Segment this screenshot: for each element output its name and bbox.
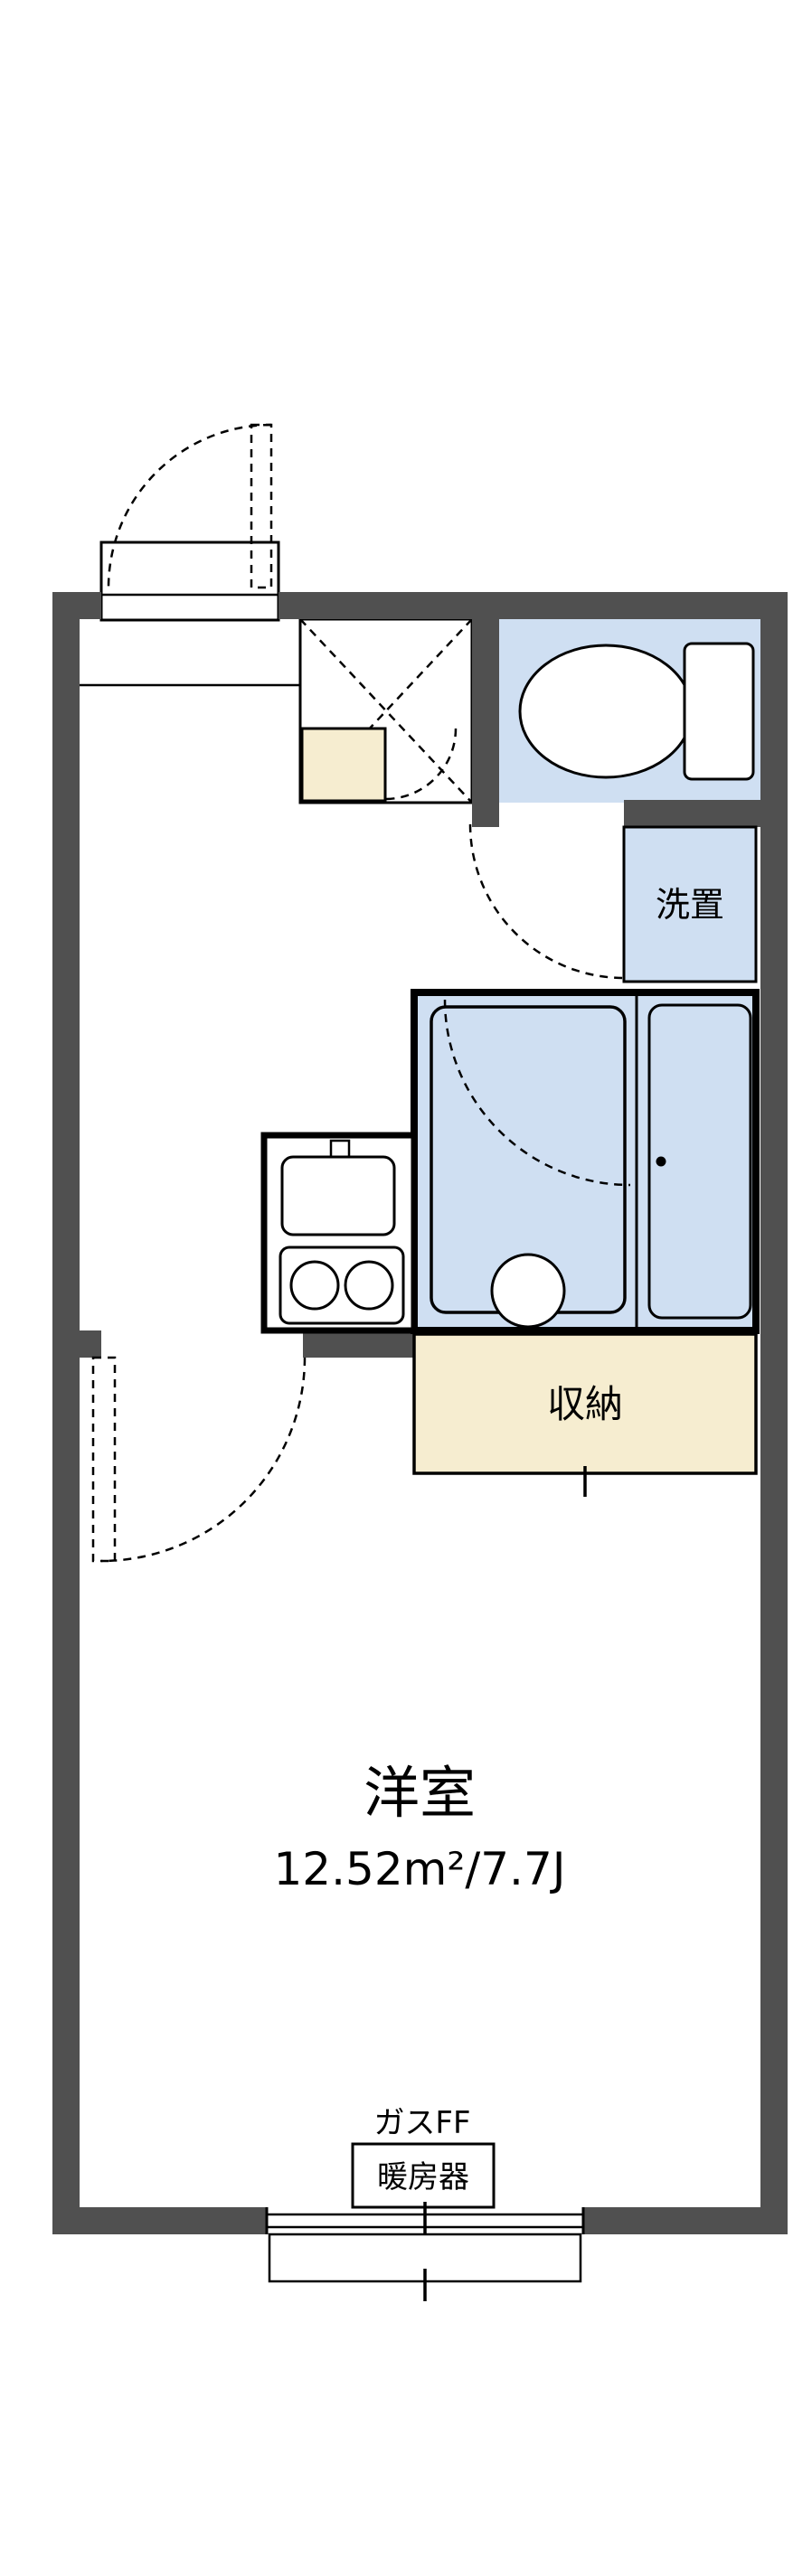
washroom-door-arc [468, 823, 625, 980]
storage-label: 収納 [547, 1382, 623, 1426]
wall-above-washer [624, 800, 760, 827]
entrance-door-leaf [250, 423, 273, 589]
room-size-label: 12.52m²/7.7J [274, 1843, 566, 1895]
washer-area: 洗置 [622, 825, 758, 983]
bath-door-panel [647, 1003, 752, 1320]
washer-label: 洗置 [656, 885, 724, 925]
stove [279, 1246, 405, 1325]
bathroom [411, 989, 760, 1334]
toilet-fixture [518, 642, 755, 781]
room-door-swing [91, 1356, 307, 1563]
closet-x-line-1 [299, 618, 473, 804]
room-door-leaf [91, 1356, 117, 1563]
storage-closet: 収納 [412, 1332, 758, 1497]
room-name-label: 洋室 [364, 1760, 476, 1826]
gas-heater: ガスFF 暖房器 [351, 2105, 496, 2209]
wall-toilet-left [472, 592, 499, 827]
kitchen-sink [280, 1155, 396, 1236]
heater-type-label: ガスFF [373, 2105, 470, 2141]
burner-right [344, 1260, 394, 1311]
wall-bottom-right [583, 2207, 788, 2234]
toilet-bowl [518, 644, 694, 779]
heater-box [351, 2142, 496, 2209]
heater-name-label: 暖房器 [377, 2159, 469, 2195]
wall-bottom-left [52, 2207, 267, 2234]
faucet [329, 1139, 351, 1159]
bath-door-arc [443, 999, 631, 1187]
burner-left [289, 1260, 340, 1311]
bath-drain-circle [490, 1253, 566, 1329]
water-heater-box [300, 727, 387, 803]
entrance-porch [99, 541, 280, 622]
room-door-arc [100, 1357, 307, 1563]
window-bottom [265, 2202, 585, 2240]
toilet-tank [683, 642, 755, 781]
room-labels: 洋室 12.52m²/7.7J [274, 1760, 566, 1895]
wall-right [760, 592, 788, 2234]
entrance-door-swing [107, 423, 273, 589]
bath-door-handle [656, 1156, 666, 1167]
walls [52, 592, 788, 2234]
terrace-step [268, 2233, 582, 2301]
kitchen-counter [260, 1132, 418, 1334]
wall-top-right [279, 592, 788, 619]
wall-left [52, 592, 80, 2234]
entrance-door-arc [107, 423, 272, 588]
wall-room-left-stub [80, 1330, 101, 1358]
wall-room-right [303, 1330, 414, 1358]
